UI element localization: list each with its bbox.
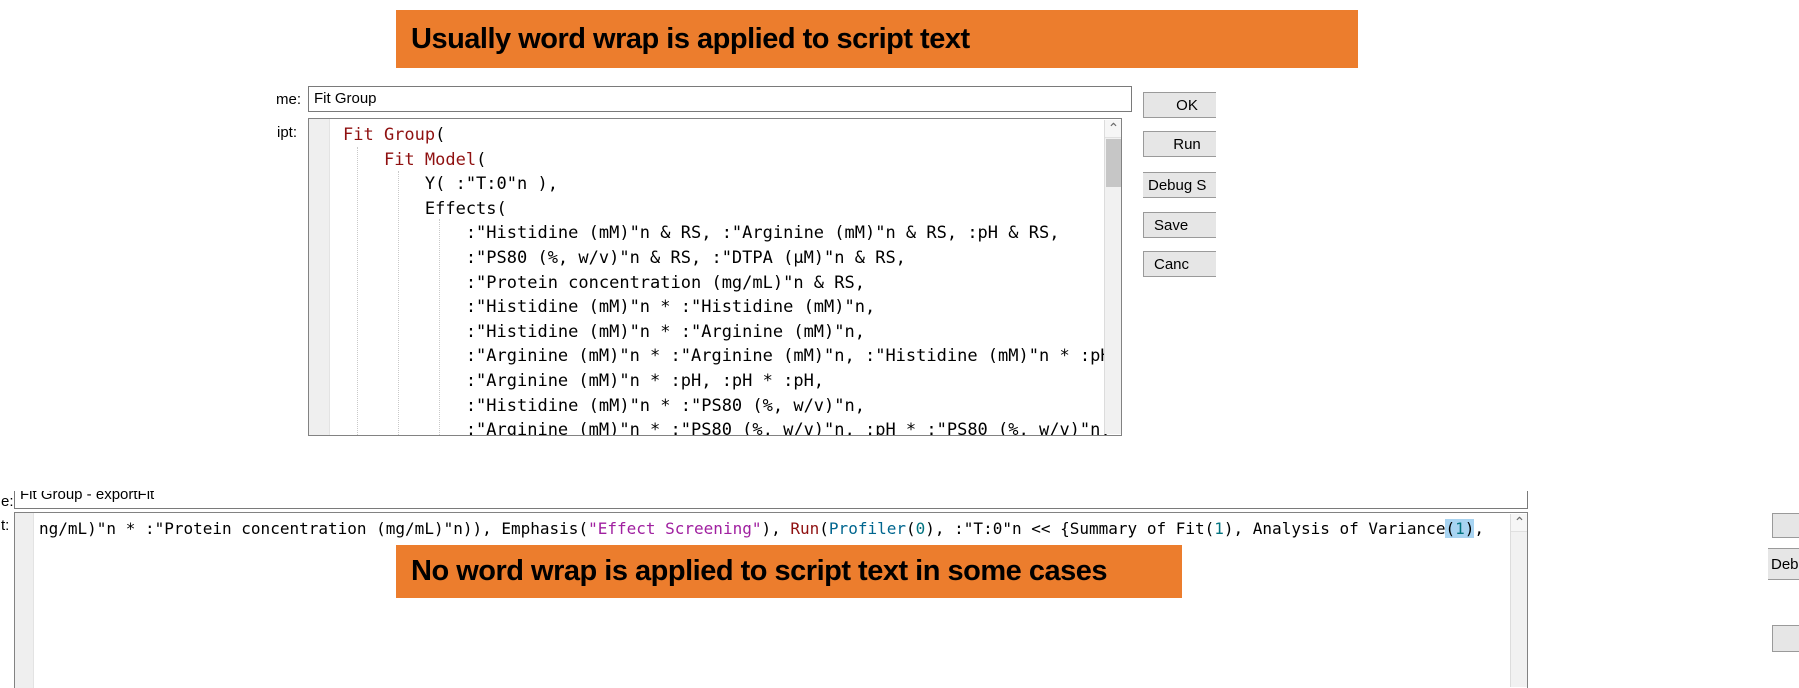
indent-guide [439,219,440,435]
run-button-label: Run [1173,135,1201,153]
dialog-buttons-bottom: Deb [1768,505,1799,688]
code-line: :"Arginine (mM)"n * :"PS80 (%, w/v)"n, :… [343,420,1111,436]
vertical-scrollbar-bottom[interactable]: ⌃ [1510,514,1527,687]
cut-button-top[interactable] [1772,513,1799,538]
vertical-scrollbar-top[interactable]: ⌃ [1104,120,1121,434]
code-line: :"Histidine (mM)"n * :"Arginine (mM)"n, [343,321,865,342]
script-field-label-top: ipt: [277,124,298,141]
scroll-up-icon: ⌃ [1107,120,1120,136]
code-line: Y( :"T:0"n ), [343,174,558,195]
code-line: :"Histidine (mM)"n * :"PS80 (%, w/v)"n, [343,395,865,416]
script-code-top: Fit Group( Fit Model( Y( :"T:0"n ), Effe… [343,123,1121,436]
save-button-label: Save [1154,216,1189,234]
code-line: Fit Group( [343,125,446,145]
cancel-button-label: Canc [1154,255,1190,273]
debug-script-button-label: Debug S [1148,176,1207,194]
code-line: :"PS80 (%, w/v)"n & RS, :"DTPA (µM)"n & … [343,247,906,268]
name-field-label-bottom: e: [1,493,14,510]
script-editor-top[interactable]: Fit Group( Fit Model( Y( :"T:0"n ), Effe… [308,118,1122,436]
script-editor-bottom[interactable]: ng/mL)"n * :"Protein concentration (mg/m… [14,512,1528,688]
script-field-label-bottom: t: [1,517,10,534]
script-code-bottom: ng/mL)"n * :"Protein concentration (mg/m… [39,517,1484,540]
code-line: :"Histidine (mM)"n * :"Histidine (mM)"n, [343,297,876,318]
cut-button-lower[interactable] [1772,625,1799,652]
scroll-up-button[interactable]: ⌃ [1105,120,1121,138]
banner-no-word-wrap: No word wrap is applied to script text i… [396,545,1182,598]
scroll-up-button[interactable]: ⌃ [1511,514,1527,532]
code-line: :"Arginine (mM)"n * :"Arginine (mM)"n, :… [343,346,1121,367]
ok-button[interactable]: OK [1143,92,1216,118]
banner-word-wrap-text: Usually word wrap is applied to script t… [411,22,970,55]
script-name-value-bottom: Fit Group - exportFit [20,491,155,503]
script-name-value-top: Fit Group [314,90,377,107]
banner-word-wrap: Usually word wrap is applied to script t… [396,10,1358,68]
debug-script-button[interactable]: Debug S [1143,172,1216,198]
debug-script-button-cut[interactable]: Deb [1768,548,1799,580]
debug-script-button-cut-label: Deb [1771,555,1799,573]
scroll-thumb[interactable] [1106,139,1121,187]
code-line: Fit Model( [383,149,487,170]
scroll-up-icon: ⌃ [1513,514,1526,530]
code-line: :"Histidine (mM)"n & RS, :"Arginine (mM)… [343,223,1060,244]
code-line: :"Arginine (mM)"n * :pH, :pH * :pH, [343,370,825,391]
editor-gutter-top [309,119,330,435]
save-button[interactable]: Save [1143,212,1216,238]
ok-button-label: OK [1176,96,1198,114]
banner-no-word-wrap-text: No word wrap is applied to script text i… [411,555,1107,587]
run-button[interactable]: Run [1143,131,1216,157]
indent-guide [357,147,358,435]
code-line: Effects( [343,198,507,219]
script-name-input-bottom[interactable]: Fit Group - exportFit [14,491,1528,509]
name-field-label-top: me: [276,91,302,108]
indent-guide [398,171,399,435]
code-line: ng/mL)"n * :"Protein concentration (mg/m… [39,519,1485,538]
dialog-buttons-top: OK Run Debug S Save Canc [1143,85,1216,295]
editor-gutter-bottom [15,513,34,688]
script-name-input-top[interactable]: Fit Group [308,86,1132,112]
cancel-button[interactable]: Canc [1143,251,1216,277]
code-line: :"Protein concentration (mg/mL)"n & RS, [343,272,865,293]
